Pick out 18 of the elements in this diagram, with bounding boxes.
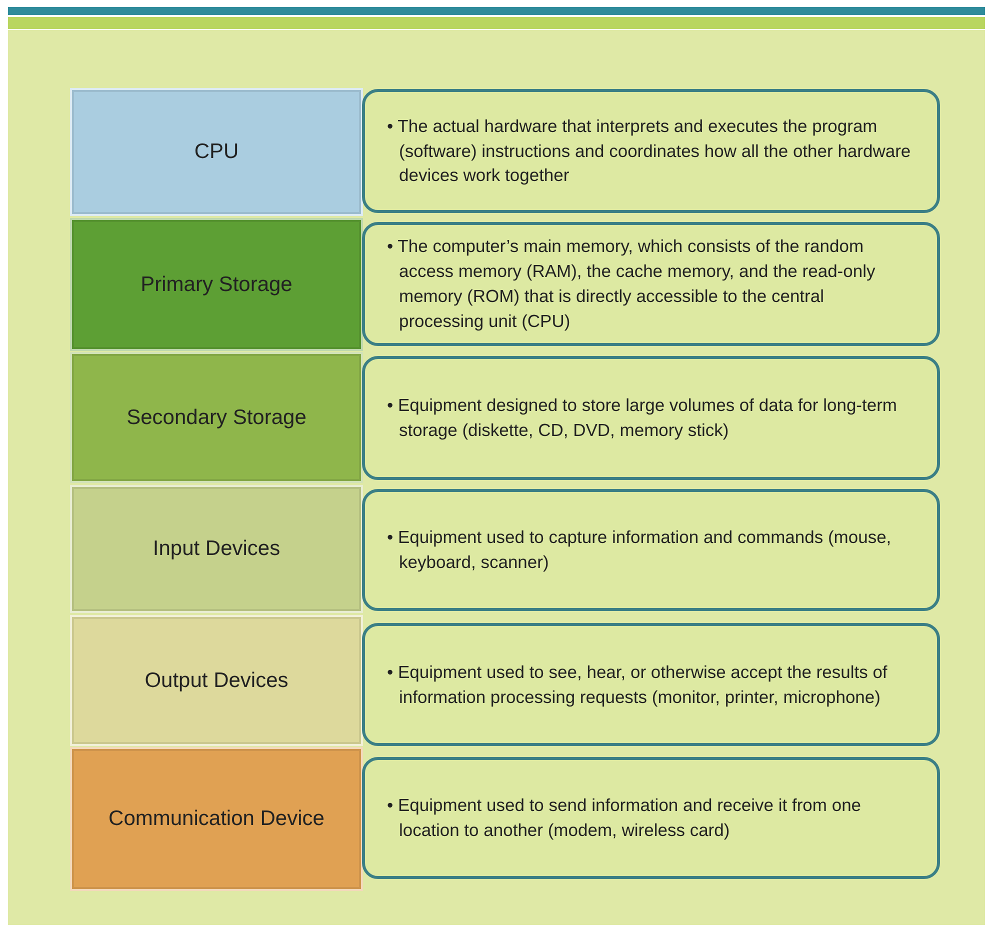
bullet-text: • The actual hardware that interprets and executes the program (software) instructions and coordinates how all the other hardware devices work together: [387, 114, 912, 188]
category-box: Communication Device: [70, 747, 363, 891]
bullet-text: • Equipment designed to store large volumes of data for long-term storage (diskette, CD, DVD, memory stick): [387, 394, 898, 442]
description-box: [362, 489, 940, 611]
category-box: Secondary Storage: [70, 352, 363, 483]
bullet-text: • The computer’s main memory, which consists of the random access memory (RAM), the cache memory, and the read-only memory (ROM) that is directly accessible to the central processing unit (CPU): [387, 235, 876, 333]
bullet-text: • Equipment used to see, hear, or otherwise accept the results of information processing requests (monitor, printer, microphone): [387, 660, 888, 709]
category-box: Input Devices: [70, 485, 363, 613]
bullet-text: • Equipment used to send information and receive it from one location to another (modem, wireless card): [387, 794, 862, 842]
category-box: Output Devices: [70, 615, 363, 746]
description-box: [362, 623, 940, 746]
description-box: [362, 89, 940, 213]
category-box: Primary Storage: [70, 218, 363, 351]
category-box: CPU: [70, 88, 363, 216]
bullet-text: • Equipment used to capture information and commands (mouse, keyboard, scanner): [387, 526, 892, 574]
description-box: [362, 356, 940, 480]
description-box: [362, 222, 940, 346]
description-box: [362, 757, 940, 879]
